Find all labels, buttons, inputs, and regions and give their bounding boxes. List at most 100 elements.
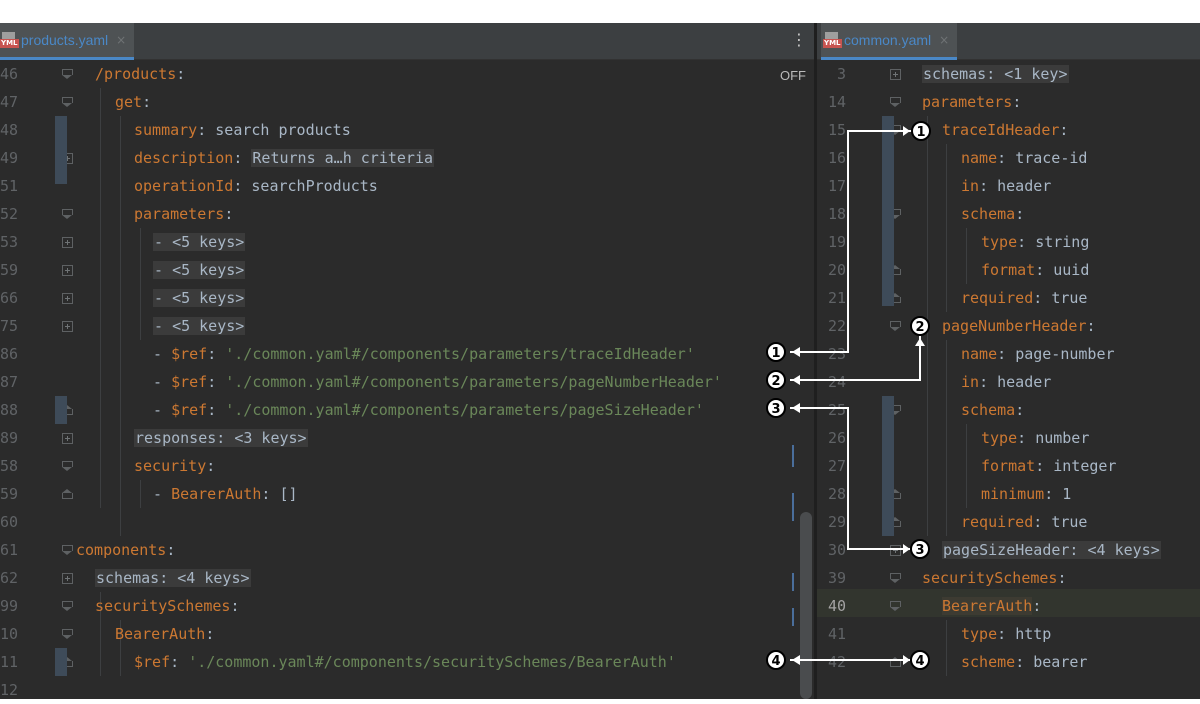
line-number[interactable]: 18 (827, 205, 846, 223)
tab-common-yaml[interactable]: YML common.yaml × (821, 23, 958, 60)
collapsed-block[interactable]: - <5 keys> (153, 289, 246, 307)
fold-collapse-icon[interactable] (890, 657, 901, 667)
code-line-page-number-header: pageNumberHeader: (942, 317, 1096, 335)
line-number[interactable]: 53 (0, 233, 19, 251)
inspection-off-label[interactable]: OFF (780, 68, 806, 83)
code-line: type: http (961, 625, 1052, 643)
fold-collapse-icon[interactable] (62, 489, 73, 499)
line-number[interactable]: 25 (827, 401, 846, 419)
fold-expand-icon[interactable] (62, 265, 73, 276)
line-number[interactable]: 24 (827, 373, 846, 391)
collapsed-block[interactable]: pageSizeHeader: <4 keys> (942, 541, 1161, 559)
code-line: - <5 keys> (153, 284, 246, 312)
line-number[interactable]: 48 (0, 121, 19, 139)
line-number[interactable]: 47 (0, 93, 19, 111)
line-number[interactable]: 52 (0, 205, 19, 223)
line-number[interactable]: 42 (827, 653, 846, 671)
line-number[interactable]: 59 (0, 261, 19, 279)
fold-expand-icon[interactable] (890, 69, 901, 80)
line-number[interactable]: 20 (827, 261, 846, 279)
code-line: in: header (961, 373, 1052, 391)
fold-expand-icon[interactable] (62, 293, 73, 304)
line-number[interactable]: 10 (0, 625, 19, 643)
code-line: schema: (961, 401, 1025, 419)
vcs-change-marker (882, 396, 894, 536)
line-number[interactable]: 17 (827, 177, 846, 195)
line-number[interactable]: 22 (827, 317, 846, 335)
line-number[interactable]: 41 (827, 625, 846, 643)
line-number[interactable]: 29 (827, 513, 846, 531)
line-number[interactable]: 51 (0, 177, 19, 195)
line-number[interactable]: 12 (0, 681, 19, 699)
line-number[interactable]: 19 (827, 233, 846, 251)
line-number[interactable]: 60 (0, 513, 19, 531)
line-number[interactable]: 89 (0, 429, 19, 447)
vertical-scrollbar[interactable] (800, 512, 812, 699)
collapsed-block[interactable]: - <5 keys> (153, 233, 246, 251)
code-line-ref-trace: - $ref: './common.yaml#/components/param… (153, 345, 695, 363)
code-line-ref-page-size: - $ref: './common.yaml#/components/param… (153, 401, 704, 419)
line-number[interactable]: 86 (0, 345, 19, 363)
line-number[interactable]: 59 (0, 485, 19, 503)
line-number[interactable]: 28 (827, 485, 846, 503)
line-number[interactable]: 88 (0, 401, 19, 419)
line-number[interactable]: 61 (0, 541, 19, 559)
fold-collapse-icon[interactable] (62, 461, 73, 471)
close-icon[interactable]: × (116, 33, 127, 47)
collapsed-block[interactable]: schemas: <1 key> (922, 65, 1069, 83)
line-number[interactable]: 30 (827, 541, 846, 559)
close-icon[interactable]: × (939, 33, 950, 47)
left-tab-bar: YML products.yaml × ⋮ (0, 23, 814, 60)
line-number[interactable]: 39 (827, 569, 846, 587)
fold-collapse-icon[interactable] (62, 629, 73, 639)
vcs-change-marker (882, 116, 894, 306)
fold-collapse-icon[interactable] (890, 321, 901, 331)
line-number[interactable]: 87 (0, 373, 19, 391)
tab-products-yaml[interactable]: YML products.yaml × (0, 23, 135, 60)
line-number[interactable]: 75 (0, 317, 19, 335)
line-number[interactable]: 46 (0, 65, 19, 83)
fold-collapse-icon[interactable] (890, 601, 901, 611)
line-number[interactable]: 40 (827, 597, 846, 615)
fold-expand-icon[interactable] (890, 545, 901, 556)
fold-collapse-icon[interactable] (62, 545, 73, 555)
fold-collapse-icon[interactable] (890, 97, 901, 107)
fold-expand-icon[interactable] (62, 433, 73, 444)
fold-expand-icon[interactable] (62, 237, 73, 248)
line-number[interactable]: 11 (0, 653, 19, 671)
right-tab-bar: YML common.yaml × (817, 23, 1200, 60)
fold-collapse-icon[interactable] (62, 209, 73, 219)
collapsed-block[interactable]: schemas: <4 keys> (95, 569, 251, 587)
collapsed-block[interactable]: - <5 keys> (153, 317, 246, 335)
line-number[interactable]: 66 (0, 289, 19, 307)
scroll-marker (792, 493, 794, 513)
line-number[interactable]: 15 (827, 121, 846, 139)
collapsed-block[interactable]: - <5 keys> (153, 261, 246, 279)
line-number[interactable]: 27 (827, 457, 846, 475)
vcs-change-marker (55, 396, 67, 424)
line-number[interactable]: 16 (827, 149, 846, 167)
indent-guide (946, 620, 947, 676)
line-number[interactable]: 14 (827, 93, 846, 111)
line-number[interactable]: 3 (836, 65, 846, 83)
line-number[interactable]: 62 (0, 569, 19, 587)
line-number[interactable]: 21 (827, 289, 846, 307)
line-number[interactable]: 99 (0, 597, 19, 615)
collapsed-block[interactable]: responses: <3 keys> (134, 429, 308, 447)
code-line-ref-bearer: $ref: './common.yaml#/components/securit… (134, 653, 676, 671)
collapsed-text[interactable]: Returns a…h criteria (251, 149, 435, 167)
line-number[interactable]: 26 (827, 429, 846, 447)
vcs-change-marker (55, 116, 67, 184)
fold-expand-icon[interactable] (62, 573, 73, 584)
fold-collapse-icon[interactable] (62, 69, 73, 79)
fold-collapse-icon[interactable] (62, 97, 73, 107)
fold-expand-icon[interactable] (62, 321, 73, 332)
line-number[interactable]: 23 (827, 345, 846, 363)
code-line: required: true (961, 289, 1088, 307)
code-line: name: trace-id (961, 149, 1088, 167)
more-options-icon[interactable]: ⋮ (791, 30, 807, 49)
fold-collapse-icon[interactable] (62, 601, 73, 611)
fold-collapse-icon[interactable] (890, 573, 901, 583)
line-number[interactable]: 49 (0, 149, 19, 167)
line-number[interactable]: 58 (0, 457, 19, 475)
